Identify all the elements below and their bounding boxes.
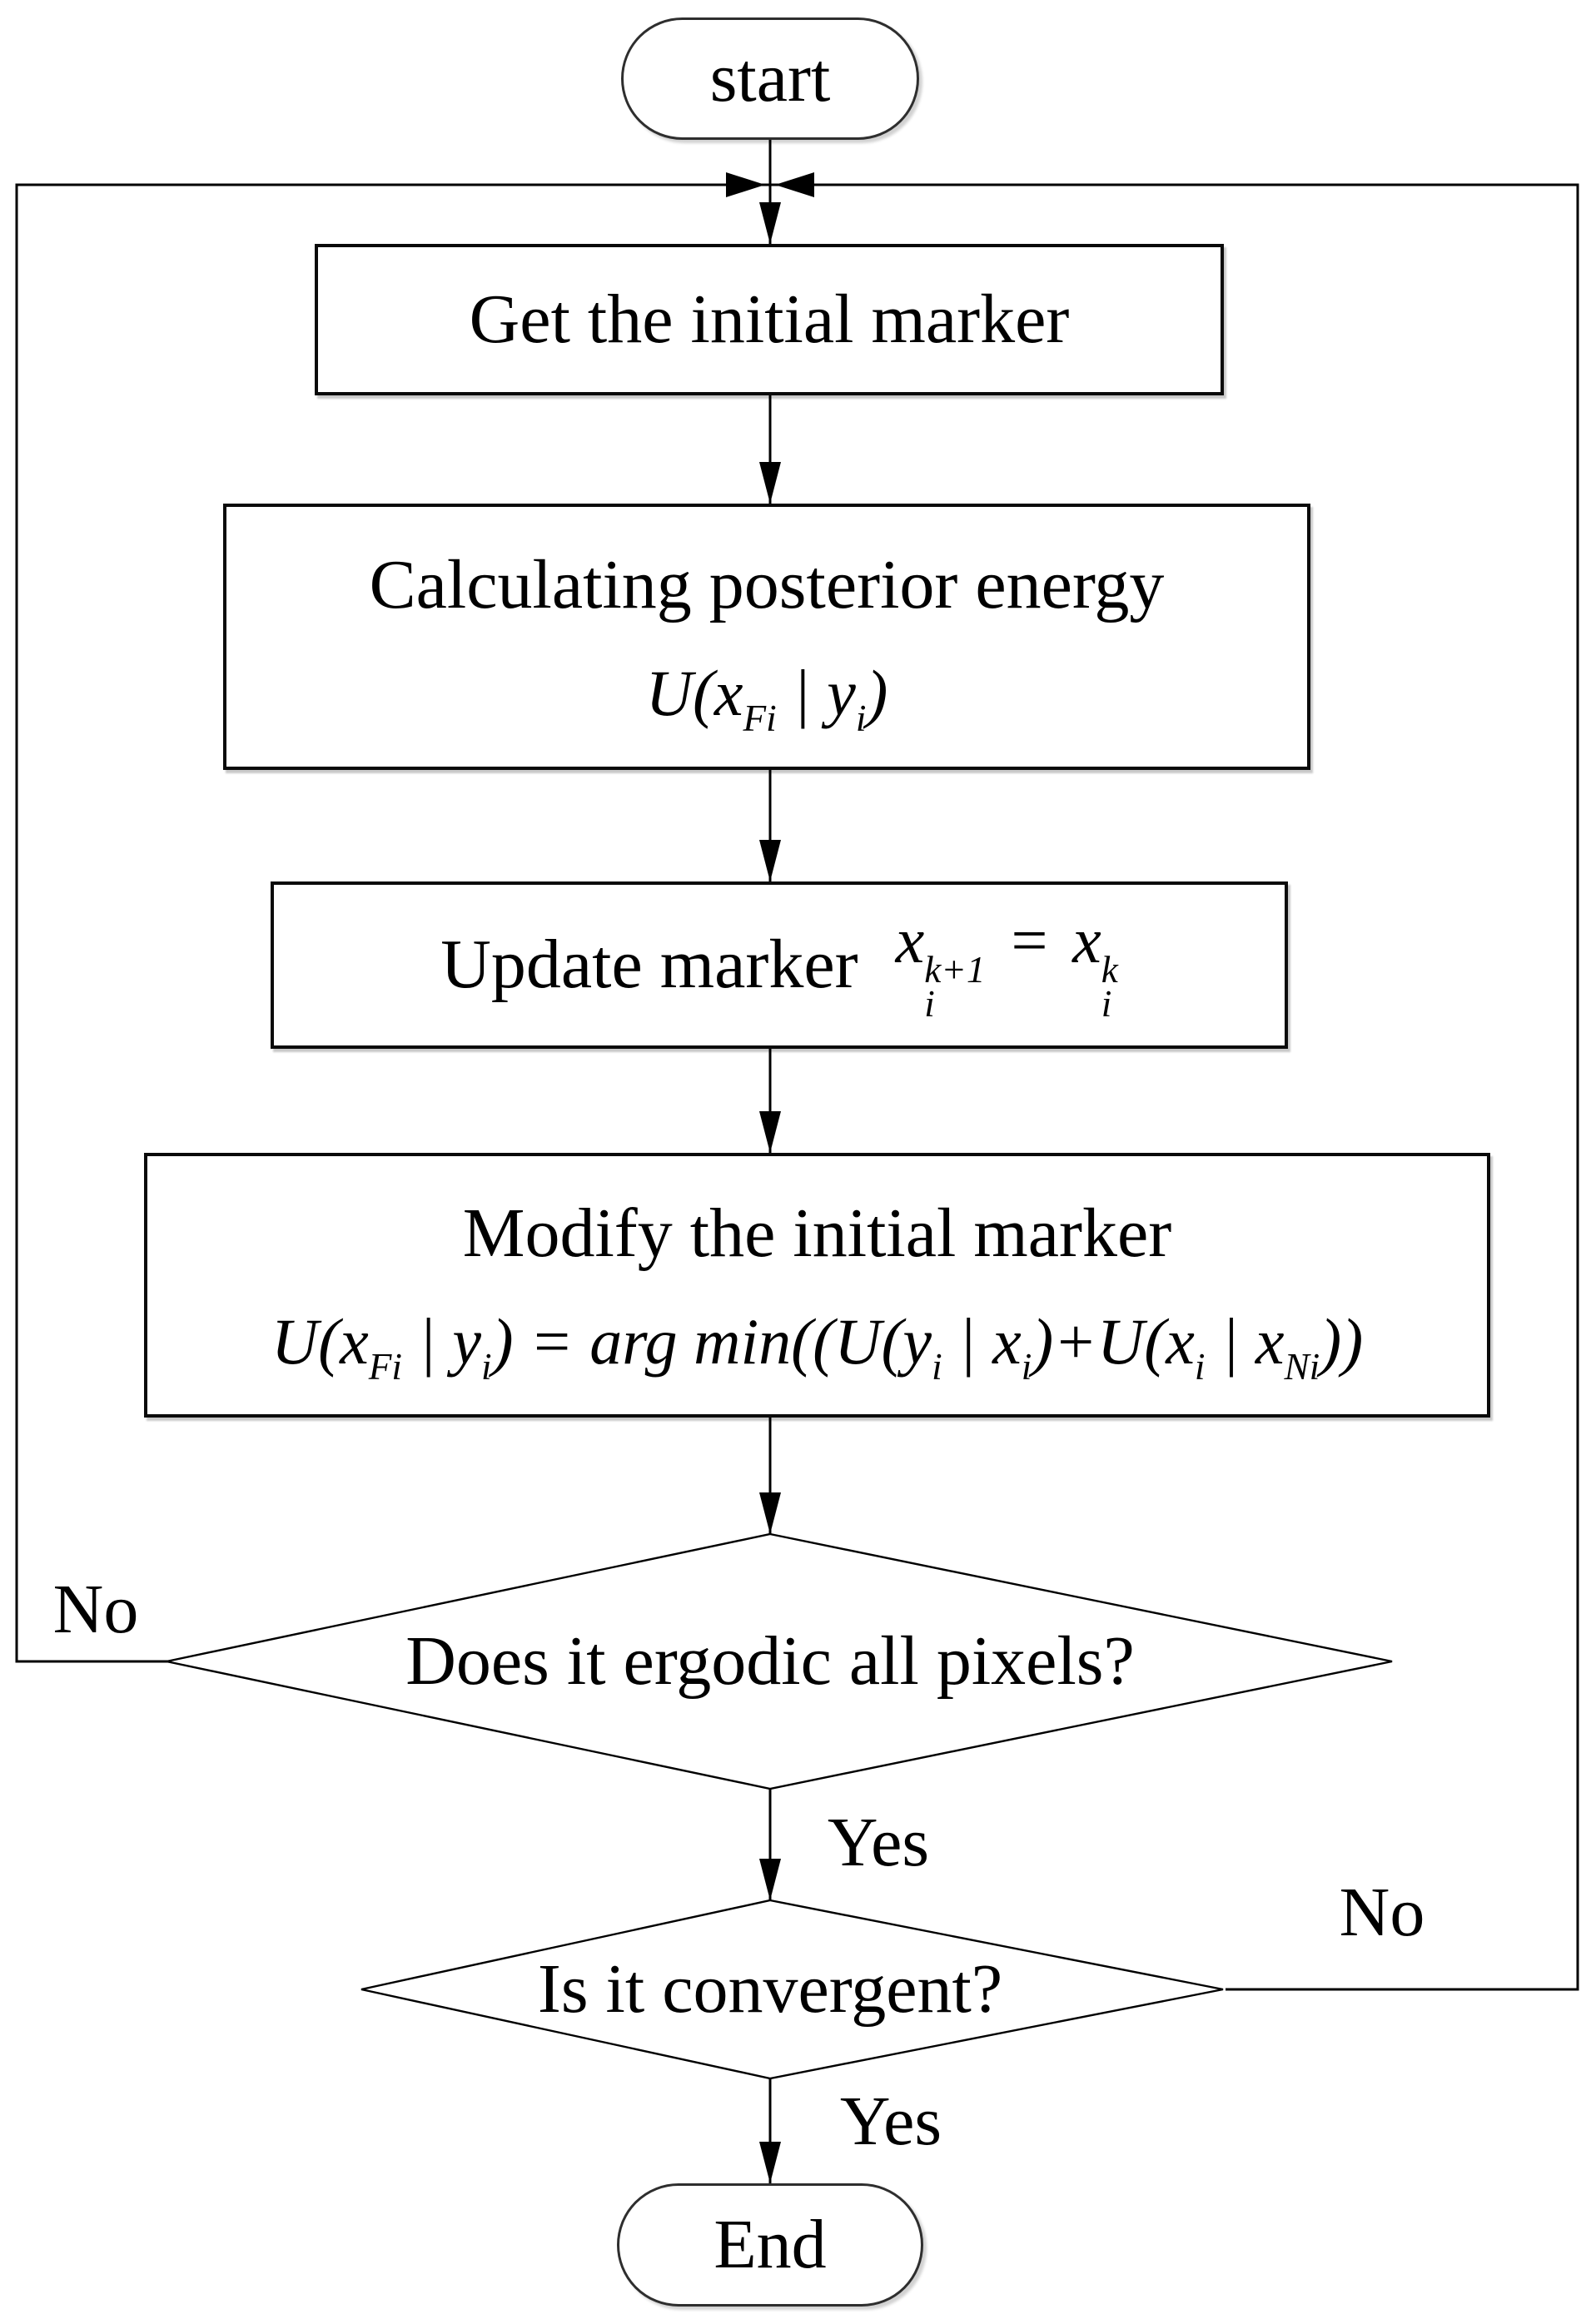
modify-initial-marker-label: Modify the initial marker <box>462 1194 1172 1272</box>
arrowhead-down-icon <box>759 202 781 244</box>
update-marker-label: Update marker <box>440 926 858 1004</box>
modify-initial-marker-node: Modify the initial marker U(xFi | yi) = … <box>144 1153 1490 1418</box>
start-node: start <box>621 17 919 140</box>
arrowhead-down-icon <box>759 840 781 881</box>
calc-posterior-energy-node: Calculating posterior energy U(xFi | yi) <box>223 504 1310 770</box>
arrowhead-down-icon <box>759 2142 781 2183</box>
arrowhead-down-icon <box>759 1111 781 1153</box>
arrowhead-right-icon <box>726 172 765 197</box>
edge-label-ergodic-no: No <box>52 1571 139 1648</box>
get-initial-marker-node: Get the initial marker <box>315 244 1224 395</box>
get-initial-marker-label: Get the initial marker <box>469 280 1070 358</box>
decision-ergodic-label: Does it ergodic all pixels? <box>405 1622 1135 1700</box>
decision-convergent-label: Is it convergent? <box>537 1950 1003 2028</box>
end-label: End <box>713 2205 827 2283</box>
posterior-energy-formula: U(xFi | yi) <box>645 657 888 740</box>
modify-marker-formula: U(xFi | yi) = arg min((U(yi | xi)+U(xi |… <box>271 1305 1364 1388</box>
edge-label-ergodic-yes: Yes <box>827 1804 930 1881</box>
arrowhead-down-icon <box>759 1859 781 1900</box>
arrowhead-down-icon <box>759 1492 781 1534</box>
calc-posterior-energy-label: Calculating posterior energy <box>369 545 1165 623</box>
start-label: start <box>709 39 831 117</box>
arrowhead-left-icon <box>775 172 814 197</box>
arrowhead-down-icon <box>759 462 781 504</box>
edge-label-convergent-yes: Yes <box>839 2083 942 2160</box>
edge-label-convergent-no: No <box>1339 1874 1425 1951</box>
end-node: End <box>617 2183 923 2307</box>
